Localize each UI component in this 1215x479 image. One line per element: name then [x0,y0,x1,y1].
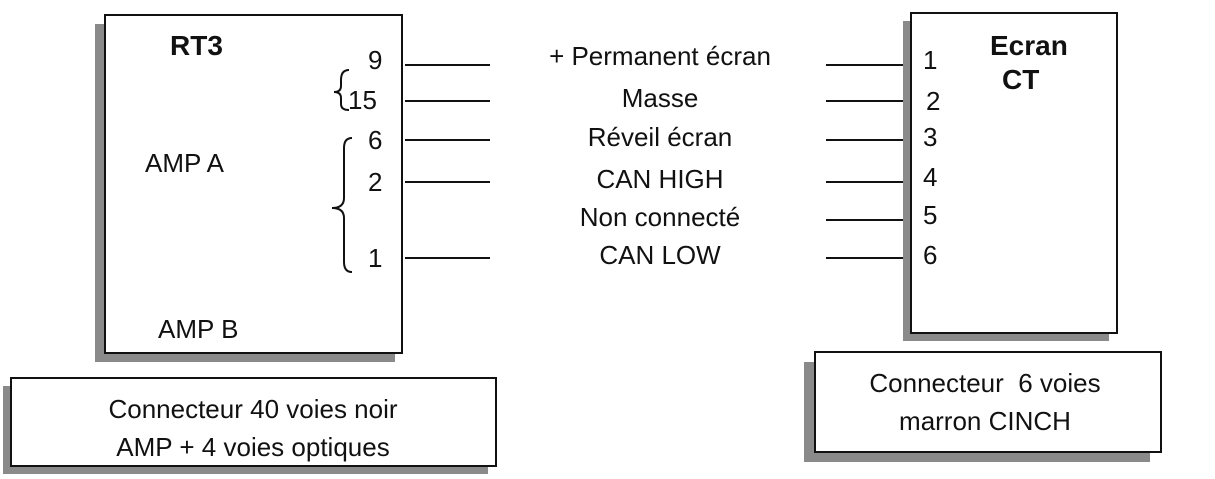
right-wires [826,64,911,259]
right-caption-line1: Connecteur 6 voies [869,368,1100,398]
rt3-pin-15: 15 [348,85,377,115]
left-caption-line1: Connecteur 40 voies noir [108,394,397,424]
right-connector-caption: Connecteur 6 voies marron CINCH [804,351,1162,462]
amp-a-label: AMP A [145,148,225,178]
rt3-pin-1: 1 [368,243,382,273]
ecran-pin-4: 4 [923,162,937,192]
large-brace [331,137,353,273]
ecran-title-line1: Ecran [990,30,1068,61]
rt3-box-frame [104,14,403,354]
rt3-pin-6: 6 [368,125,382,155]
left-wires [405,64,490,259]
rt3-pin-2: 2 [368,167,382,197]
signal-can-high: CAN HIGH [596,164,723,194]
ecran-pin-3: 3 [923,122,937,152]
signal-labels: + Permanent écran Masse Réveil écran CAN… [549,41,771,270]
ecran-pin-2: 2 [926,86,940,116]
ecran-pin-1: 1 [923,45,937,75]
rt3-box: RT3 AMP A AMP B 9 15 6 2 1 [95,14,403,362]
ecran-title-line2: CT [1002,64,1039,95]
rt3-pin-9: 9 [368,45,382,75]
rt3-title: RT3 [170,30,223,61]
right-caption-frame [814,351,1162,453]
signal-non-connecte: Non connecté [580,202,740,232]
signal-reveil-ecran: Réveil écran [588,122,733,152]
signal-can-low: CAN LOW [599,240,721,270]
ecran-box-frame [910,12,1118,334]
left-connector-caption: Connecteur 40 voies noir AMP + 4 voies o… [3,377,497,474]
ecran-pin-5: 5 [923,200,937,230]
signal-masse: Masse [622,83,699,113]
amp-b-label: AMP B [158,314,238,344]
signal-permanent-ecran: + Permanent écran [549,41,771,71]
left-caption-line2: AMP + 4 voies optiques [116,432,389,462]
small-brace [333,69,350,111]
left-caption-frame [10,377,497,467]
right-caption-line2: marron CINCH [899,406,1071,436]
ecran-pin-6: 6 [923,240,937,270]
ecran-ct-box: Ecran CT 1 2 3 4 5 6 [903,12,1118,341]
